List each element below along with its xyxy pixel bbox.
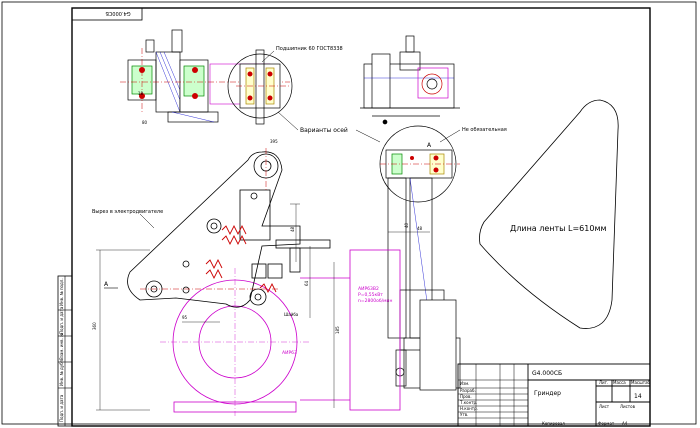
- title-mass-header: Масса: [613, 380, 626, 385]
- title-format-value: A4: [622, 421, 628, 426]
- dim-395: 395: [270, 139, 278, 144]
- title-row-3: Т.контр.: [459, 400, 477, 405]
- title-row-5: Утв.: [460, 412, 468, 417]
- belt-path: [479, 99, 619, 329]
- title-scale-header: Масштаб: [631, 380, 651, 385]
- drawing-frame: [71, 7, 651, 427]
- title-name: Гриндер: [534, 390, 561, 397]
- section-a-left: A: [104, 281, 109, 288]
- side-strip-text-0: Инв. № подл.: [59, 278, 64, 306]
- motor-note-line-2: n=2800об/мин: [358, 298, 392, 304]
- dim-18: 18: [138, 91, 144, 96]
- axle-variants-label: Варианты осей: [300, 127, 348, 134]
- dim-48: 48: [290, 226, 295, 232]
- title-lit-header: Лит.: [599, 380, 608, 385]
- title-format: Формат: [598, 421, 615, 426]
- title-sheet-label: Лист: [599, 404, 610, 409]
- bearing-detail: [227, 49, 293, 125]
- title-row-2: Пров.: [460, 394, 472, 399]
- side-strip: Инв. № подл. Подп. и дата Взам. инв. № И…: [57, 275, 73, 427]
- dim-80: 80: [142, 120, 148, 125]
- title-row-4: Н.контр.: [460, 406, 478, 411]
- title-block: [457, 363, 651, 427]
- dim-64: 64: [304, 280, 309, 286]
- dim-95: 95: [182, 315, 188, 320]
- title-doc-number: G4.000СБ: [532, 370, 562, 377]
- side-strip-text-2: Взам. инв. №: [59, 333, 64, 360]
- dim-40: 40: [404, 222, 409, 228]
- grinder-arm: [127, 151, 331, 308]
- side-strip-text-4: Подп. и дата: [59, 394, 64, 422]
- bearing-label: Подшипник 60 ГОСТ8338: [276, 46, 343, 52]
- title-row-0: Изм.: [460, 381, 469, 386]
- section-a-view: [379, 125, 461, 391]
- dim-360: 360: [92, 322, 97, 330]
- side-strip-text-3: Инв. № дубл.: [59, 359, 64, 386]
- main-dimensions: [96, 203, 335, 411]
- motor-note-line-1: P=0,55кВт: [358, 292, 383, 298]
- section-a-top: A: [427, 142, 432, 149]
- springs: [205, 224, 277, 294]
- optional-label: Не обязательная: [462, 127, 507, 133]
- side-strip-text-1: Подп. и дата: [59, 306, 64, 334]
- shim-label: Шайба: [284, 312, 299, 317]
- main-centerlines: [140, 148, 280, 290]
- corner-stamp-text: G4.000СБ: [105, 10, 131, 16]
- title-row-1: Разраб.: [460, 388, 476, 393]
- title-sheet: 14: [634, 393, 642, 400]
- top-right-view: [360, 35, 460, 125]
- belt-length-label: Длина ленты L=610мм: [510, 224, 607, 233]
- corner-stamp: G4.000СБ: [71, 7, 143, 21]
- motor-outline: [160, 249, 401, 416]
- motor-note-line-0: АИР63В2: [358, 286, 379, 292]
- top-left-section-view: [120, 29, 290, 123]
- motor-label: АИР63: [282, 350, 297, 356]
- dim-185: 185: [335, 326, 340, 334]
- title-copied: Копировал: [542, 421, 565, 426]
- title-sheets-label: Листов: [620, 404, 636, 409]
- motor-note: АИР63В2 P=0,55кВт n=2800об/мин: [358, 286, 392, 304]
- dim-48-right: 48: [417, 226, 423, 231]
- cutout-label: Вырез в электродвигателе: [92, 209, 163, 215]
